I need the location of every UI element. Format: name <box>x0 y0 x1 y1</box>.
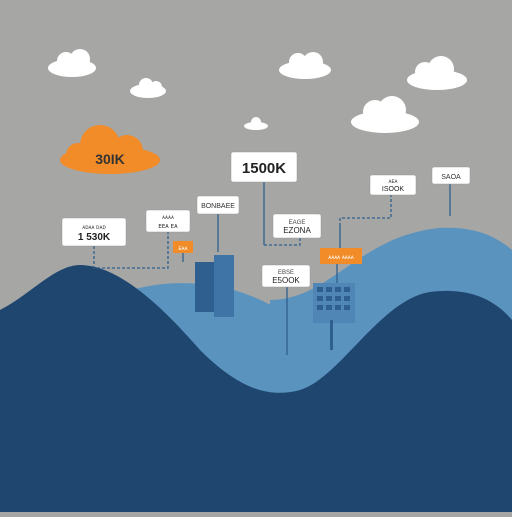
label-left-line1: ᴀᴅᴀᴀ ᴅᴀᴅ <box>82 225 106 231</box>
cloud-icon <box>351 96 419 133</box>
front-dark-mountain <box>0 265 512 512</box>
building-left <box>195 262 215 312</box>
buildings <box>195 255 355 350</box>
label-ezona-line1: EAGE <box>289 220 306 226</box>
orange-cloud-label: 30IK <box>95 151 125 167</box>
label-bonbaee-text: BONBAEE <box>201 203 235 210</box>
label-saoa: SAOA <box>431 166 471 185</box>
label-left-line2: 1 530K <box>78 232 111 243</box>
cloud-icon <box>244 117 268 130</box>
label-ezona-line2: EZONA <box>283 226 311 235</box>
label-ebsook-line1: EBSE <box>278 270 294 276</box>
label-1500k-text: 1500K <box>242 160 286 177</box>
building-windows <box>317 287 350 310</box>
cloud-icon <box>407 56 467 90</box>
label-isook-line2: ISOOK <box>382 186 405 193</box>
label-left: ᴀᴅᴀᴀ ᴅᴀᴅ 1 530K <box>61 217 127 247</box>
label-bonbaee: BONBAEE <box>196 195 240 215</box>
cloud-icon <box>130 78 166 98</box>
connector-lines <box>93 182 451 355</box>
label-isook-line1: ᴀᴇᴀ <box>389 179 398 185</box>
building-stem <box>330 320 333 350</box>
orange-tag-small: ᴇᴀᴀ <box>173 241 193 253</box>
background-clouds <box>48 49 467 133</box>
building-tower <box>214 255 234 317</box>
label-saoa-text: SAOA <box>441 174 461 181</box>
orange-tag-right: ᴀᴀᴀᴀ ᴀᴀᴀᴀ <box>320 248 362 264</box>
label-isook: ᴀᴇᴀ ISOOK <box>369 174 417 196</box>
label-ebsook-line2: E5OOK <box>272 276 300 285</box>
cloud-icon <box>279 52 331 79</box>
orange-tag-right-text: ᴀᴀᴀᴀ ᴀᴀᴀᴀ <box>328 255 354 261</box>
label-mid-left-line2: ᴇᴇᴀ ᴇᴀ <box>158 223 178 230</box>
label-mid-left: ᴀᴀᴀᴀ ᴇᴇᴀ ᴇᴀ <box>145 209 191 233</box>
label-1500k: 1500K <box>230 151 298 183</box>
orange-cloud-icon: 30IK <box>60 125 160 174</box>
label-ebsook: EBSE E5OOK <box>261 264 311 288</box>
label-mid-left-line1: ᴀᴀᴀᴀ <box>162 215 174 221</box>
label-ezona: EAGE EZONA <box>272 213 322 239</box>
cloud-icon <box>48 49 96 77</box>
orange-tag-small-text: ᴇᴀᴀ <box>179 246 188 252</box>
